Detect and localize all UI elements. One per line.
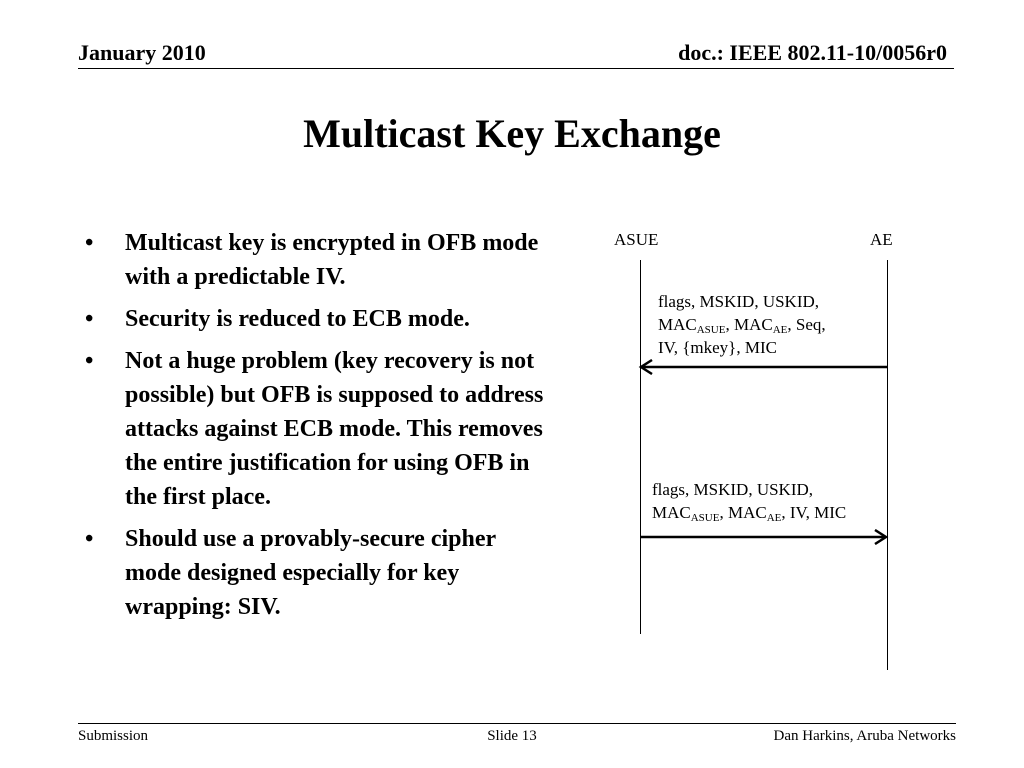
ae-lifeline: [887, 260, 888, 670]
message-sequence-diagram: ASUE AE flags, MSKID, USKID, MACASUE, MA…: [600, 226, 930, 670]
message-1-sub-asue: ASUE: [696, 324, 726, 336]
message-2-line-2: MACASUE, MACAE, IV, MIC: [652, 501, 846, 524]
ae-label: AE: [870, 230, 893, 249]
asue-label: ASUE: [614, 230, 659, 249]
message-2-sub-asue: ASUE: [690, 512, 720, 524]
header-doc-id: doc.: IEEE 802.11-10/0056r0: [678, 40, 947, 65]
asue-lifeline: [640, 260, 641, 634]
message-2-tail: , IV, MIC: [781, 503, 847, 522]
slide-title: Multicast Key Exchange: [303, 111, 721, 156]
bullet-item: Should use a provably-secure cipher mode…: [85, 522, 555, 624]
header-date: January 2010: [78, 40, 206, 65]
message-2-arrow: [640, 529, 889, 545]
message-2-mac: MAC: [652, 503, 691, 522]
bullet-list: Multicast key is encrypted in OFB mode w…: [85, 226, 555, 632]
message-1-line-3: IV, {mkey}, MIC: [658, 338, 777, 357]
bullet-item: Multicast key is encrypted in OFB mode w…: [85, 226, 555, 294]
message-1-arrow: [638, 359, 887, 375]
message-1-mac-sep: , MAC: [725, 315, 773, 334]
footer-rule: [78, 723, 956, 724]
message-1-sub-ae: AE: [772, 324, 788, 336]
footer-author: Dan Harkins, Aruba Networks: [773, 728, 956, 744]
bullet-item: Not a huge problem (key recovery is not …: [85, 344, 555, 514]
message-1-line-2: MACASUE, MACAE, Seq,: [658, 313, 826, 336]
message-1-mac: MAC: [658, 315, 697, 334]
footer-submission: Submission: [78, 728, 149, 744]
header-rule: [78, 68, 954, 69]
message-2-mac-sep: , MAC: [719, 503, 767, 522]
message-2-line-1: flags, MSKID, USKID,: [652, 480, 814, 499]
message-1-line-1: flags, MSKID, USKID,: [658, 292, 820, 311]
message-1-label: flags, MSKID, USKID, MACASUE, MACAE, Seq…: [658, 290, 826, 359]
bullet-item: Security is reduced to ECB mode.: [85, 302, 555, 336]
footer-slide-number: Slide 13: [487, 728, 537, 744]
message-2-sub-ae: AE: [766, 512, 782, 524]
message-1-tail: , Seq,: [787, 315, 826, 334]
message-2-label: flags, MSKID, USKID, MACASUE, MACAE, IV,…: [652, 478, 846, 524]
